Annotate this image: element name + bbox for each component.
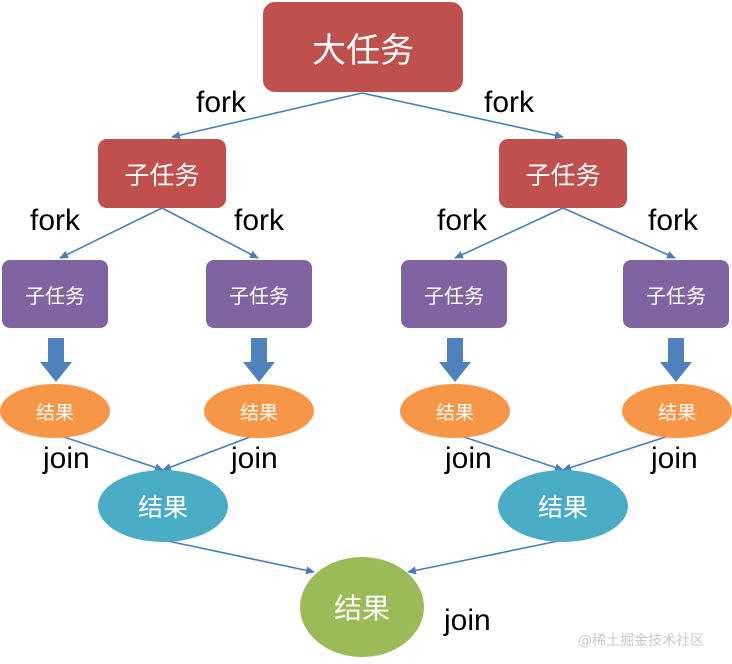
watermark: @稀土掘金技术社区 bbox=[578, 633, 704, 649]
subtask-node-l2-3: 子任务 bbox=[401, 260, 507, 328]
edge-res-3-to-merge-right bbox=[454, 433, 564, 472]
result-label: 结果 bbox=[239, 401, 278, 424]
fork-label: fork bbox=[30, 204, 81, 237]
subtask-node-right: 子任务 bbox=[499, 139, 627, 208]
down-arrow-3 bbox=[439, 338, 471, 382]
result-node-1: 结果 bbox=[0, 384, 110, 438]
result-label: 结果 bbox=[35, 401, 74, 424]
edge-sub-left-to-l2-2 bbox=[161, 207, 259, 259]
down-arrow-2 bbox=[243, 338, 275, 382]
subtask-label: 子任务 bbox=[424, 283, 484, 308]
subtask-node-l2-2: 子任务 bbox=[206, 260, 312, 328]
merged-result-node-left: 结果 bbox=[98, 470, 228, 542]
edge-root-to-sub-left bbox=[171, 92, 363, 140]
root-task-label: 大任务 bbox=[312, 30, 414, 71]
result-label: 结果 bbox=[137, 493, 188, 522]
final-result-node: 结果 bbox=[300, 557, 424, 657]
fork-label: fork bbox=[437, 204, 488, 237]
fork-label: fork bbox=[484, 86, 535, 119]
subtask-label: 子任务 bbox=[25, 283, 85, 308]
result-label: 结果 bbox=[657, 401, 696, 424]
join-label: join bbox=[445, 442, 492, 475]
fork-label: fork bbox=[648, 204, 699, 237]
result-node-4: 结果 bbox=[622, 384, 732, 438]
merged-result-node-right: 结果 bbox=[498, 470, 628, 542]
subtask-node-l2-1: 子任务 bbox=[2, 260, 108, 328]
subtask-label: 子任务 bbox=[229, 283, 289, 308]
join-label: join bbox=[444, 604, 491, 637]
subtask-label: 子任务 bbox=[525, 160, 601, 190]
root-task-node: 大任务 bbox=[263, 2, 463, 92]
subtask-label: 子任务 bbox=[124, 160, 200, 190]
edge-res-4-to-merge-right bbox=[562, 433, 676, 472]
edge-merge-left-to-final bbox=[162, 539, 315, 575]
subtask-label: 子任务 bbox=[646, 283, 706, 308]
edge-root-to-sub-right bbox=[361, 92, 564, 140]
result-label: 结果 bbox=[537, 493, 588, 522]
fork-label: fork bbox=[196, 86, 247, 119]
final-result-label: 结果 bbox=[333, 592, 390, 625]
edge-merge-right-to-final bbox=[407, 539, 564, 575]
join-label: join bbox=[231, 442, 278, 475]
result-node-2: 结果 bbox=[204, 384, 314, 438]
subtask-node-l2-4: 子任务 bbox=[623, 260, 729, 328]
join-label: join bbox=[651, 442, 698, 475]
down-arrow-4 bbox=[660, 338, 692, 382]
subtask-node-left: 子任务 bbox=[98, 139, 226, 208]
edge-res-1-to-merge-left bbox=[54, 433, 164, 472]
edge-sub-right-to-l2-3 bbox=[454, 207, 564, 259]
edge-sub-left-to-l2-1 bbox=[59, 207, 163, 259]
edge-sub-right-to-l2-4 bbox=[562, 207, 676, 259]
result-label: 结果 bbox=[435, 401, 474, 424]
result-node-3: 结果 bbox=[400, 384, 510, 438]
join-label: join bbox=[43, 442, 90, 475]
fork-label: fork bbox=[234, 204, 285, 237]
edge-res-2-to-merge-left bbox=[162, 433, 259, 471]
down-arrow-1 bbox=[40, 338, 72, 382]
